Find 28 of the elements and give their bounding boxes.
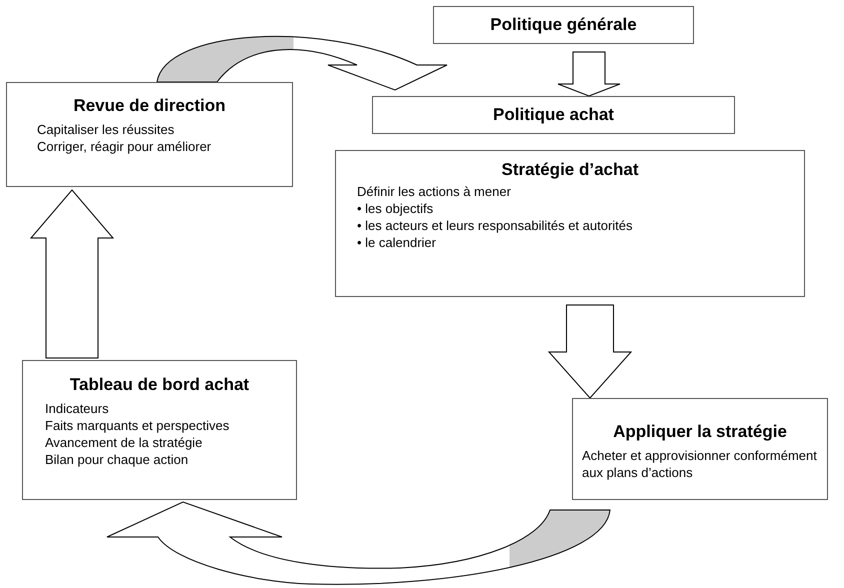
box-heading: Politique générale xyxy=(489,14,638,36)
curved-arrow xyxy=(156,36,448,90)
process-box xyxy=(335,150,805,297)
box-text: Acheter et approvisionner conformément aux plans d’actions xyxy=(581,447,818,481)
box-text: Bilan pour chaque action xyxy=(44,451,190,468)
box-text: Indicateurs xyxy=(44,400,110,417)
box-text: Faits marquants et perspectives xyxy=(44,417,230,434)
block-arrow xyxy=(548,304,632,399)
box-text: • les acteurs et leurs responsabilités et autorités xyxy=(356,217,634,234)
curved-arrow xyxy=(106,502,610,585)
process-box xyxy=(22,360,297,500)
process-box xyxy=(372,96,735,134)
box-heading: Stratégie d’achat xyxy=(500,159,640,181)
box-text: Définir les actions à mener xyxy=(356,183,512,200)
process-box xyxy=(433,6,694,44)
box-heading: Revue de direction xyxy=(72,95,227,117)
box-text: • le calendrier xyxy=(356,234,437,251)
box-heading: Politique achat xyxy=(492,104,615,126)
box-text: • les objectifs xyxy=(356,200,434,217)
box-text: Corriger, réagir pour améliorer xyxy=(36,138,212,155)
box-text: Avancement de la stratégie xyxy=(44,434,204,451)
process-box xyxy=(6,82,293,187)
block-arrow xyxy=(30,189,114,358)
box-heading: Appliquer la stratégie xyxy=(612,421,788,443)
box-text: Capitaliser les réussites xyxy=(36,121,176,138)
block-arrow xyxy=(558,52,620,97)
box-heading: Tableau de bord achat xyxy=(68,374,250,396)
process-box xyxy=(572,398,828,500)
